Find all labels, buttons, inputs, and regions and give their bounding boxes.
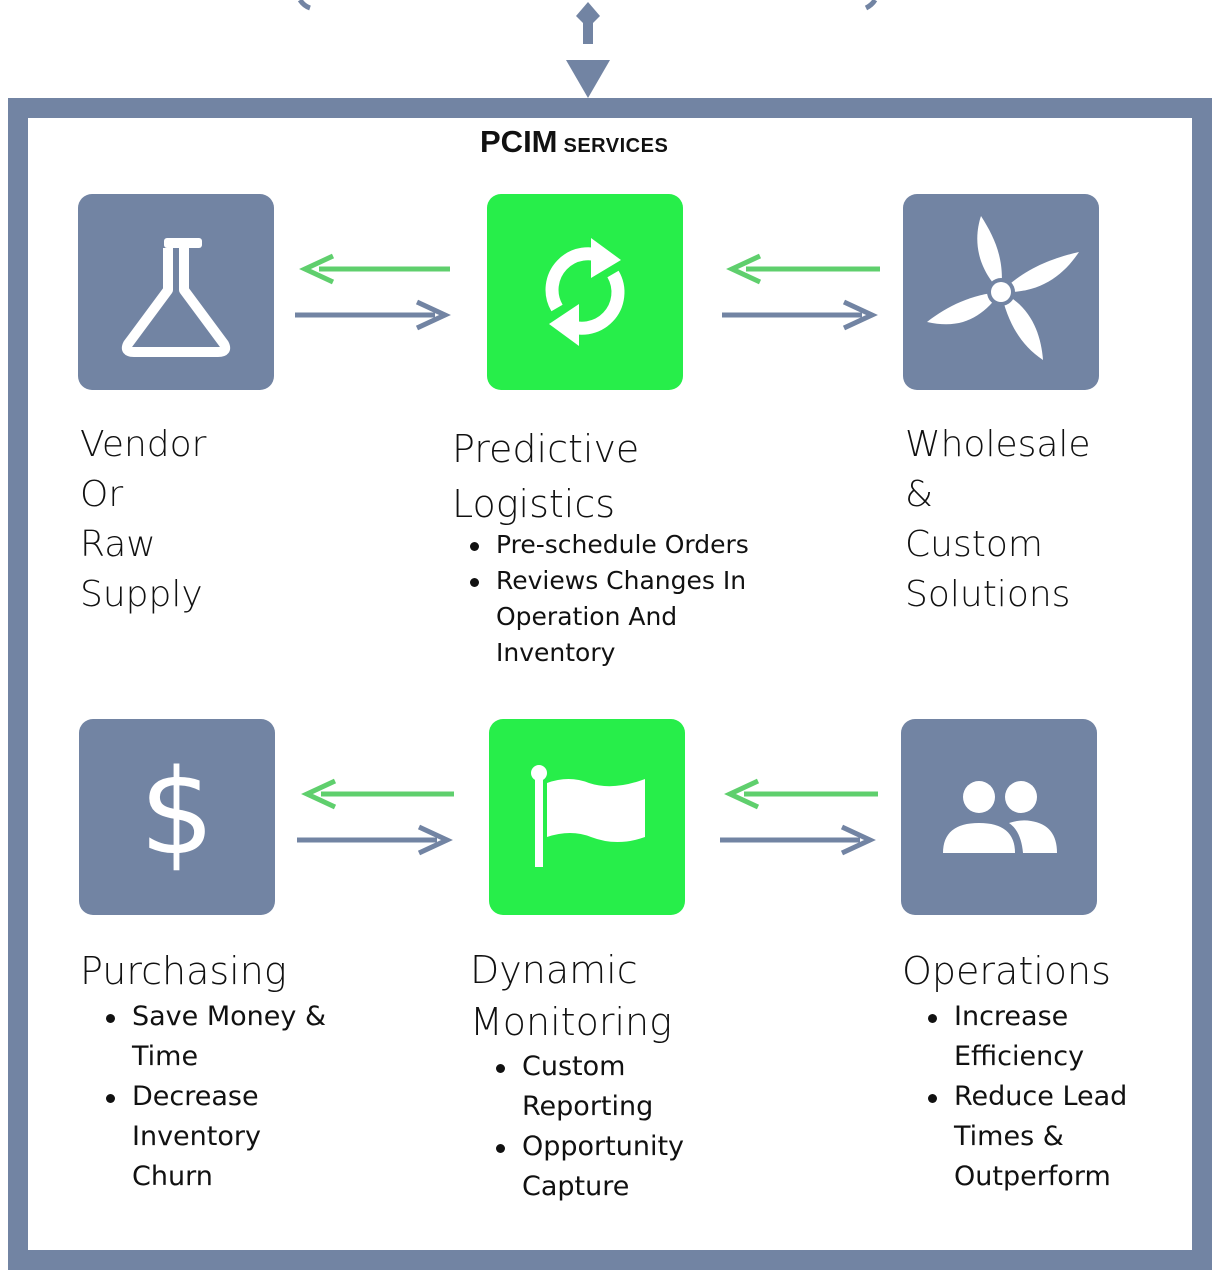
services-frame (8, 98, 1212, 1270)
arrow-monitoring-to-operations (720, 824, 876, 856)
vendor-label: Vendor Or Raw Supply (80, 424, 207, 615)
people-icon (943, 781, 1057, 853)
svg-text:$: $ (139, 743, 214, 881)
monitoring-label: Dynamic Monitoring (470, 948, 672, 1044)
arrow-purchasing-to-monitoring (297, 824, 453, 856)
predictive-label: Predictive Logistics (452, 427, 640, 526)
flower-globe-icon (927, 216, 1079, 360)
predictive-tile (487, 194, 683, 390)
flag-icon (531, 765, 645, 867)
dollar-icon: $ (139, 743, 214, 881)
flask-icon (121, 238, 231, 357)
wholesale-label: Wholesale & Custom Solutions (905, 424, 1091, 615)
vendor-tile (78, 194, 274, 390)
monitoring-tile (489, 719, 685, 915)
sync-icon (545, 238, 625, 346)
top-connector (297, 0, 878, 98)
operations-tile (901, 719, 1097, 915)
arrow-wholesale-to-predictive (726, 253, 880, 285)
operations-label: Operations (902, 949, 1111, 993)
arrow-vendor-to-predictive (295, 299, 451, 331)
purchasing-tile: $ (79, 719, 275, 915)
arrow-predictive-to-wholesale (722, 299, 878, 331)
arrow-operations-to-monitoring (724, 778, 878, 810)
arrow-predictive-to-vendor (299, 253, 450, 285)
arrow-monitoring-to-purchasing (301, 778, 454, 810)
purchasing-label: Purchasing (80, 949, 287, 993)
list-item: Save Money &Time (96, 997, 326, 1077)
list-item: Pre-schedule Orders (460, 527, 749, 563)
wholesale-tile (903, 194, 1099, 390)
